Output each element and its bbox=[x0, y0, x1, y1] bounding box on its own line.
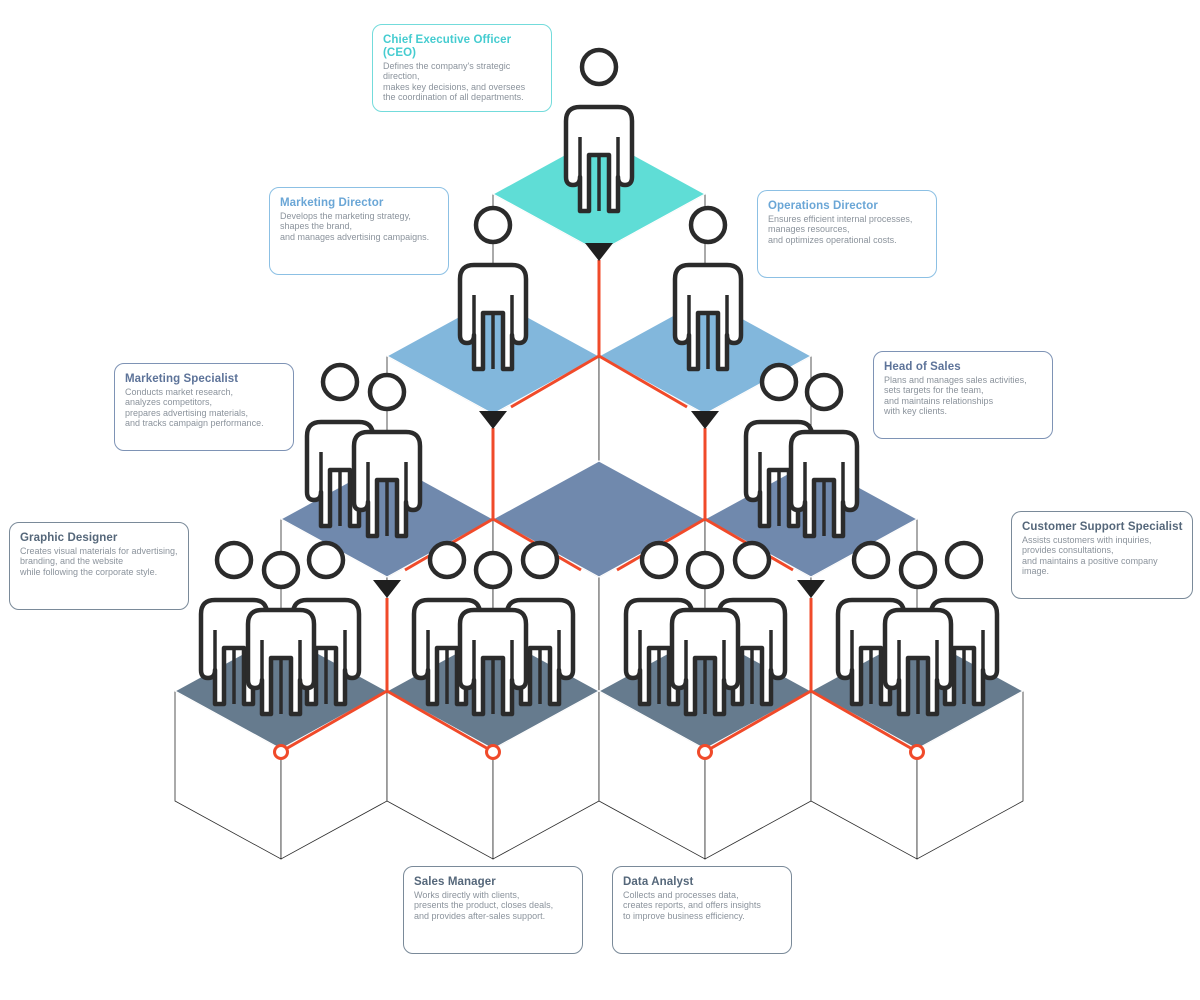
card-customer-support: Customer Support Specialist Assists cust… bbox=[1011, 511, 1193, 599]
triangle-down-icon bbox=[479, 411, 507, 429]
card-description: Plans and manages sales activities, sets… bbox=[884, 375, 1027, 417]
connector-line bbox=[386, 689, 491, 752]
connector-line bbox=[283, 689, 388, 752]
card-description: Creates visual materials for advertising… bbox=[20, 546, 178, 577]
card-operations-director: Operations Director Ensures efficient in… bbox=[757, 190, 937, 278]
card-marketing-director: Marketing Director Develops the marketin… bbox=[269, 187, 449, 275]
connector-line bbox=[598, 354, 688, 409]
card-title: Data Analyst bbox=[623, 876, 694, 888]
person-icon bbox=[457, 550, 529, 717]
card-title: Head of Sales bbox=[884, 361, 961, 373]
card-title: Marketing Director bbox=[280, 197, 384, 209]
connector-line bbox=[810, 689, 915, 752]
circle-node-icon bbox=[909, 744, 925, 760]
card-description: Works directly with clients, presents th… bbox=[414, 890, 554, 921]
person-icon bbox=[669, 550, 741, 717]
card-data-analyst: Data Analyst Collects and processes data… bbox=[612, 866, 792, 954]
triangle-down-icon bbox=[373, 580, 401, 598]
circle-node-icon bbox=[697, 744, 713, 760]
card-description: Assists customers with inquiries, provid… bbox=[1022, 535, 1158, 577]
person-icon bbox=[788, 372, 860, 539]
card-title: Operations Director bbox=[768, 200, 878, 212]
person-icon bbox=[245, 550, 317, 717]
card-graphic-designer: Graphic Designer Creates visual material… bbox=[9, 522, 189, 610]
person-icon bbox=[351, 372, 423, 539]
triangle-down-icon bbox=[797, 580, 825, 598]
card-sales-manager: Sales Manager Works directly with client… bbox=[403, 866, 583, 954]
card-description: Develops the marketing strategy, shapes … bbox=[280, 211, 430, 242]
card-description: Defines the company's strategic directio… bbox=[383, 61, 526, 103]
triangle-down-icon bbox=[585, 243, 613, 261]
card-title: Sales Manager bbox=[414, 876, 496, 888]
circle-node-icon bbox=[485, 744, 501, 760]
connector-line bbox=[707, 689, 812, 752]
card-description: Conducts market research, analyzes compe… bbox=[125, 387, 264, 429]
person-icon bbox=[882, 550, 954, 717]
person-icon bbox=[672, 205, 744, 372]
card-head-of-sales: Head of Sales Plans and manages sales ac… bbox=[873, 351, 1053, 439]
connector-markers bbox=[273, 243, 925, 760]
card-ceo: Chief Executive Officer (CEO) Defines th… bbox=[372, 24, 552, 112]
card-title: Chief Executive Officer (CEO) bbox=[383, 34, 512, 59]
circle-node-icon bbox=[273, 744, 289, 760]
card-description: Collects and processes data, creates rep… bbox=[623, 890, 761, 921]
person-icon bbox=[457, 205, 529, 372]
triangle-down-icon bbox=[691, 411, 719, 429]
people-groups bbox=[198, 47, 1000, 717]
person-icon bbox=[563, 47, 635, 214]
card-marketing-specialist: Marketing Specialist Conducts market res… bbox=[114, 363, 294, 451]
card-title: Customer Support Specialist bbox=[1022, 521, 1183, 533]
connector-line bbox=[510, 354, 600, 409]
card-description: Ensures efficient internal processes, ma… bbox=[768, 214, 913, 245]
card-title: Marketing Specialist bbox=[125, 373, 239, 385]
card-title: Graphic Designer bbox=[20, 532, 118, 544]
